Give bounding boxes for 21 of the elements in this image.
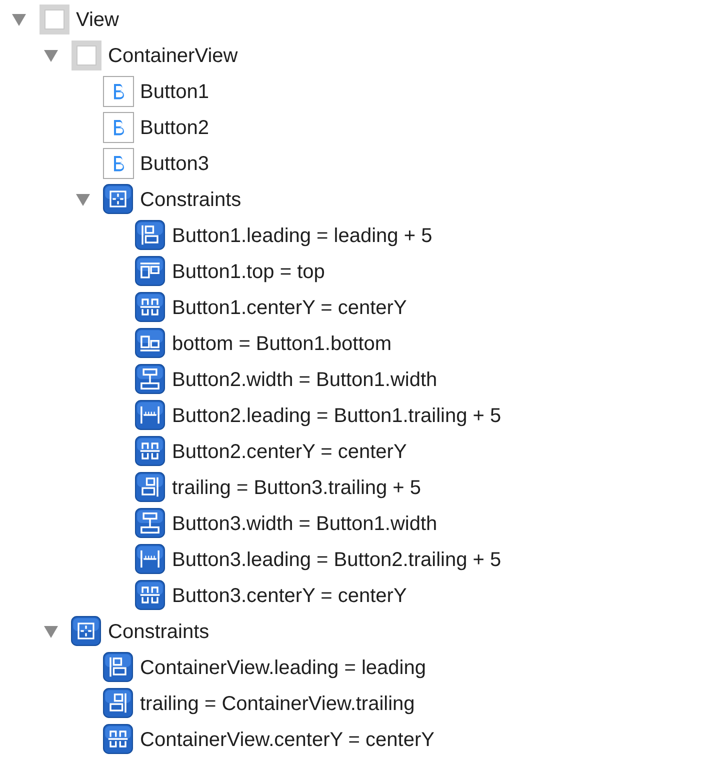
item-label: Button2.leading = Button1.trailing + 5 (172, 404, 502, 429)
item-label: Button2 (140, 116, 209, 141)
item-label: Button1.leading = leading + 5 (172, 224, 432, 249)
item-label: ContainerView.centerY = centerY (140, 728, 434, 753)
item-label: Button1.centerY = centerY (172, 296, 407, 321)
item-label: Button3.centerY = centerY (172, 584, 407, 609)
item-label: ContainerView (108, 44, 238, 69)
item-label: trailing = Button3.trailing + 5 (172, 476, 422, 501)
item-label: Button3.width = Button1.width (172, 512, 438, 537)
item-label: Button3 (140, 152, 209, 177)
item-label: View (76, 8, 119, 33)
item-label: Button2.centerY = centerY (172, 440, 407, 465)
item-label: ContainerView.leading = leading (140, 656, 426, 681)
item-label: Button2.width = Button1.width (172, 368, 438, 393)
item-label: bottom = Button1.bottom (172, 332, 392, 357)
item-label: Constraints (140, 188, 242, 213)
item-label: Button3.leading = Button2.trailing + 5 (172, 548, 502, 573)
item-label: trailing = ContainerView.trailing (140, 692, 415, 717)
item-label: Button1 (140, 80, 209, 105)
item-label: Button1.top = top (172, 260, 325, 285)
item-label: Constraints (108, 620, 210, 645)
